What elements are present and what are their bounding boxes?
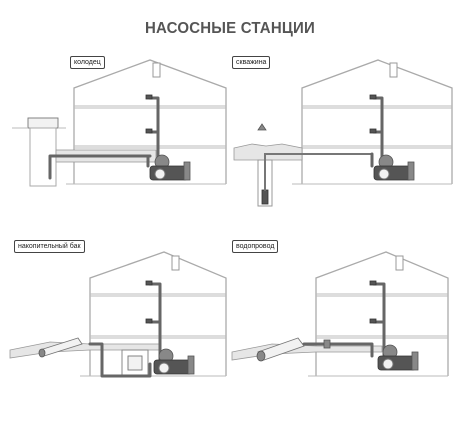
water-main-pipe — [256, 337, 305, 362]
house — [292, 59, 453, 185]
ground — [231, 343, 383, 361]
house-diagram-well — [12, 59, 227, 187]
pipes — [264, 94, 384, 191]
well — [12, 117, 66, 187]
panel-label: водопровод — [232, 240, 279, 253]
supply-pipe — [38, 337, 83, 358]
panel-label: накопительный бак — [14, 240, 85, 253]
pipes — [88, 280, 162, 378]
panel-label: колодец — [70, 56, 105, 69]
panel-water-main: водопровод — [231, 232, 452, 422]
page-title: НАСОСНЫЕ СТАНЦИИ — [144, 19, 315, 38]
pump-station — [377, 344, 419, 371]
pump-station — [373, 154, 415, 181]
pump-station — [149, 154, 191, 181]
panel-borehole: скважина — [232, 50, 453, 240]
panel-well: колодец — [10, 50, 230, 240]
house-diagram-water-main — [231, 251, 449, 377]
house-diagram-borehole — [233, 59, 453, 207]
panel-storage-tank: накопительный бак — [9, 232, 230, 422]
house — [66, 59, 227, 185]
pipes — [48, 94, 160, 180]
ground — [233, 143, 303, 161]
pipes — [302, 280, 386, 358]
pump-station — [153, 348, 195, 375]
panel-label: скважина — [232, 56, 271, 69]
house — [308, 251, 449, 377]
house-diagram-tank — [9, 251, 227, 378]
storage-tank — [121, 349, 149, 377]
